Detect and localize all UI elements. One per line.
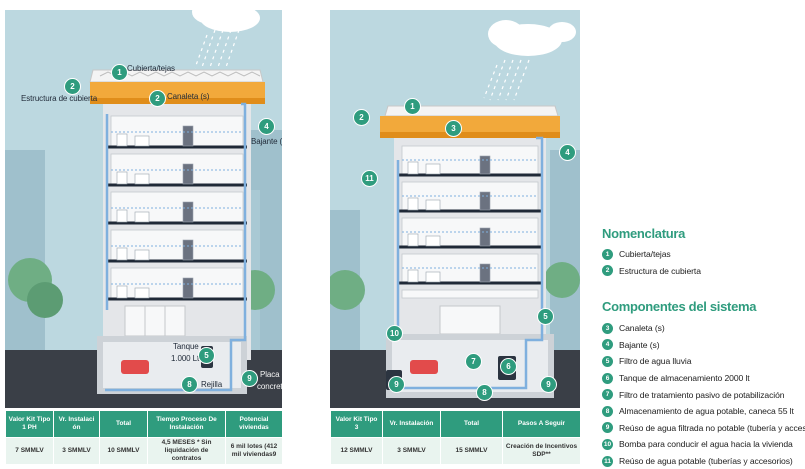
- badge-2-right: 2: [353, 109, 370, 126]
- label-placa-concreto: concreto: [257, 382, 282, 391]
- car-icon: [410, 360, 438, 374]
- table-header: Total: [99, 410, 148, 438]
- label-tanque-capacity: 1.000 Lt: [171, 354, 200, 363]
- label-cubierta: Cubierta/tejas: [127, 64, 175, 73]
- legend-text: Almacenamiento de agua potable, caneca 5…: [619, 406, 794, 417]
- legend-text: Bomba para conducir el agua hacia la viv…: [619, 439, 793, 450]
- table-cell: 4,5 MESES * Sin liquidación de contratos: [147, 437, 226, 465]
- legend-number-badge: 4: [602, 339, 613, 351]
- badge-8-right: 8: [476, 384, 493, 401]
- nomenclatura-title: Nomenclatura: [602, 226, 686, 241]
- legend-text: Reúso de agua potable (tuberías y acceso…: [619, 456, 793, 467]
- badge-5-right: 5: [537, 308, 554, 325]
- table-header: Total: [440, 410, 503, 438]
- badge-2-left: 2: [64, 78, 81, 95]
- list-item: 7 Filtro de tratamiento pasivo de potabil…: [602, 386, 805, 403]
- rain-icon: [483, 59, 530, 101]
- table-cell: 12 SMMLV: [330, 437, 383, 465]
- badge-9-right-a: 9: [388, 376, 405, 393]
- table-header: Valor Kit Tipo 3: [330, 410, 383, 438]
- label-tanque: Tanque: [173, 342, 199, 351]
- list-item: 5 Filtro de agua lluvia: [602, 353, 805, 370]
- componentes-list: 3 Canaleta (s) 4 Bajante (s) 5 Filtro de ag…: [602, 320, 805, 469]
- list-item: 1 Cubierta/tejas: [602, 246, 701, 263]
- label-canaleta: Canaleta (s): [167, 92, 210, 101]
- legend-text: Bajante (s): [619, 339, 660, 350]
- badge-3-right: 3: [445, 120, 462, 137]
- kit-table-right: Valor Kit Tipo 3 Vr. Instalación Total P…: [330, 410, 581, 465]
- legend-number-badge: 11: [602, 455, 613, 467]
- table-cell: Creación de Incentivos SDP**: [502, 437, 581, 465]
- badge-11-right: 11: [361, 170, 378, 187]
- legend-number-badge: 8: [602, 405, 613, 417]
- table-header: Valor Kit Tipo 1 PH: [5, 410, 54, 438]
- label-placa: Placa en: [260, 370, 282, 379]
- cloud-icon: [488, 20, 576, 56]
- legend-text: Filtro de agua lluvia: [619, 356, 692, 367]
- badge-10-right: 10: [386, 325, 403, 342]
- badge-4-left: 4: [258, 118, 275, 135]
- legend-text: Filtro de tratamiento pasivo de potabili…: [619, 389, 785, 400]
- table-cell: 6 mil lotes (412 mil viviendas9: [225, 437, 283, 465]
- list-item: 6 Tanque de almacenamiento 2000 lt: [602, 370, 805, 387]
- badge-5-left: 5: [198, 347, 215, 364]
- legend-number-badge: 10: [602, 438, 613, 450]
- left-building-illustration: [5, 10, 282, 408]
- badge-4-right: 4: [559, 144, 576, 161]
- legend-number-badge: 2: [602, 265, 613, 277]
- badge-1-right: 1: [404, 98, 421, 115]
- legend-number-badge: 3: [602, 322, 613, 334]
- list-item: 4 Bajante (s): [602, 337, 805, 354]
- badge-9-right-b: 9: [540, 376, 557, 393]
- badge-9-left: 9: [241, 370, 258, 387]
- list-item: 10 Bomba para conducir el agua hacia la v…: [602, 436, 805, 453]
- list-item: 2 Estructura de cubierta: [602, 263, 701, 280]
- table-header: Potencial viviendas: [225, 410, 283, 438]
- left-building-diagram: 1 Cubierta/tejas 2 Estructura de cubiert…: [5, 10, 282, 408]
- badge-canaleta-left: 2: [149, 90, 166, 107]
- table-header: Pasos A Seguir: [502, 410, 581, 438]
- badge-8-left: 8: [181, 376, 198, 393]
- componentes-title: Componentes del sistema: [602, 299, 757, 314]
- list-item: 8 Almacenamiento de agua potable, caneca …: [602, 403, 805, 420]
- legend-number-badge: 7: [602, 389, 613, 401]
- table-header-row: Valor Kit Tipo 3 Vr. Instalación Total P…: [330, 410, 581, 438]
- label-rejilla: Rejilla: [201, 380, 223, 389]
- table-row: 12 SMMLV 3 SMMLV 15 SMMLV Creación de In…: [330, 437, 581, 465]
- label-bajante: Bajante (s): [251, 137, 282, 146]
- legend-text: Reúso de agua filtrada no potable (tuber…: [619, 422, 805, 433]
- table-cell: 15 SMMLV: [440, 437, 503, 465]
- right-building-illustration: [330, 10, 580, 408]
- table-header-row: Valor Kit Tipo 1 PH Vr. Instalaci ón Tot…: [5, 410, 283, 438]
- right-building-diagram: 1 2 3 4 11 5 10 7 6 8 9 9: [330, 10, 580, 408]
- table-row: 7 SMMLV 3 SMMLV 10 SMMLV 4,5 MESES * Sin…: [5, 437, 283, 465]
- list-item: 3 Canaleta (s): [602, 320, 805, 337]
- table-cell: 10 SMMLV: [99, 437, 148, 465]
- badge-7-right: 7: [465, 353, 482, 370]
- table-cell: 3 SMMLV: [53, 437, 100, 465]
- cloud-icon: [192, 10, 260, 32]
- legend-text: Estructura de cubierta: [619, 265, 701, 276]
- legend-text: Tanque de almacenamiento 2000 lt: [619, 373, 750, 384]
- list-item: 11 Reúso de agua potable (tuberías y acce…: [602, 453, 805, 469]
- table-header: Vr. Instalación: [382, 410, 441, 438]
- table-header: Tiempo Proceso De Instalación: [147, 410, 226, 438]
- badge-1-left: 1: [111, 64, 128, 81]
- legend-text: Cubierta/tejas: [619, 249, 671, 260]
- nomenclatura-list: 1 Cubierta/tejas 2 Estructura de cubierta: [602, 246, 701, 279]
- table-cell: 3 SMMLV: [382, 437, 441, 465]
- legend-text: Canaleta (s): [619, 323, 665, 334]
- legend-number-badge: 9: [602, 422, 613, 434]
- table-header: Vr. Instalaci ón: [53, 410, 100, 438]
- table-cell: 7 SMMLV: [5, 437, 54, 465]
- legend-number-badge: 5: [602, 355, 613, 367]
- kit-table-left: Valor Kit Tipo 1 PH Vr. Instalaci ón Tot…: [5, 410, 283, 465]
- label-estructura: Estructura de cubierta: [21, 94, 98, 103]
- legend-number-badge: 6: [602, 372, 613, 384]
- car-icon: [121, 360, 149, 374]
- rain-icon: [194, 29, 240, 71]
- list-item: 9 Reúso de agua filtrada no potable (tube…: [602, 420, 805, 437]
- badge-6-right: 6: [500, 358, 517, 375]
- legend-number-badge: 1: [602, 248, 613, 260]
